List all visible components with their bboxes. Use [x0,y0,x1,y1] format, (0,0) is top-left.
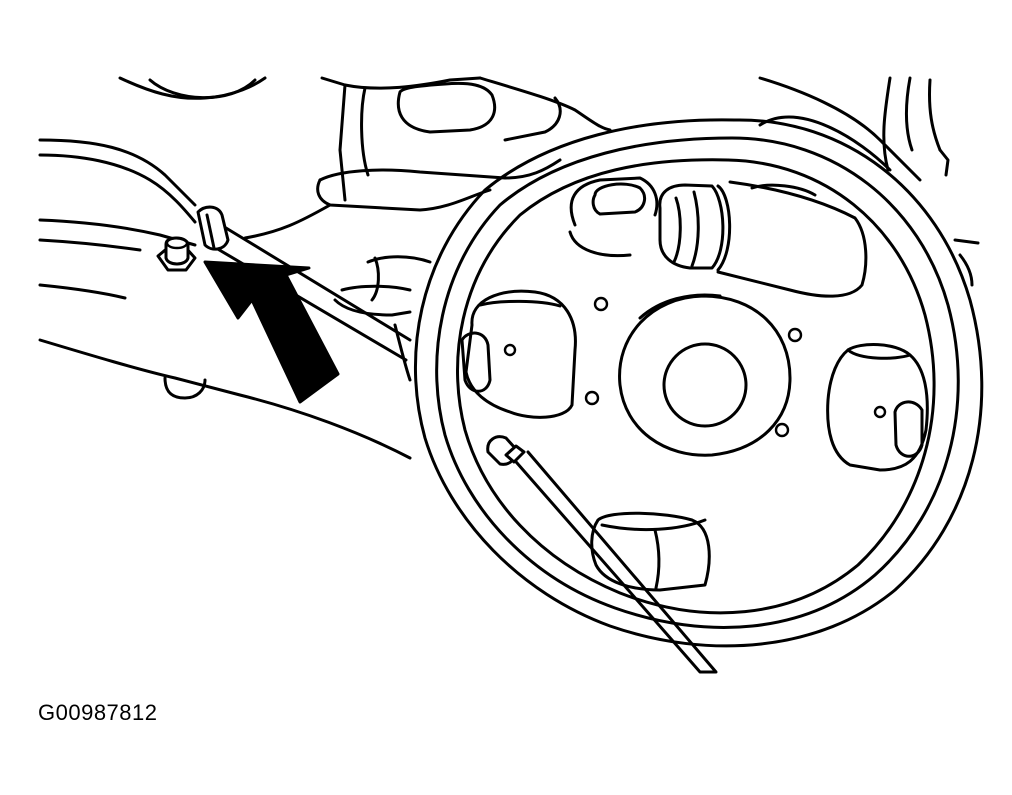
stud-hole-bottom-left [584,390,600,406]
arrow-icon [203,260,340,404]
wheel-cylinder [568,176,868,298]
upper-body-structure [118,76,980,287]
hub-assembly [584,293,803,457]
parking-brake-cable [486,435,718,674]
stud-hole-top-right [787,327,803,343]
backing-plate [413,115,984,648]
stud-hole-bottom-right [774,422,790,438]
support-pads [460,289,929,592]
figure-code: G00987812 [38,700,158,725]
stud-hole-top-left [593,296,609,312]
